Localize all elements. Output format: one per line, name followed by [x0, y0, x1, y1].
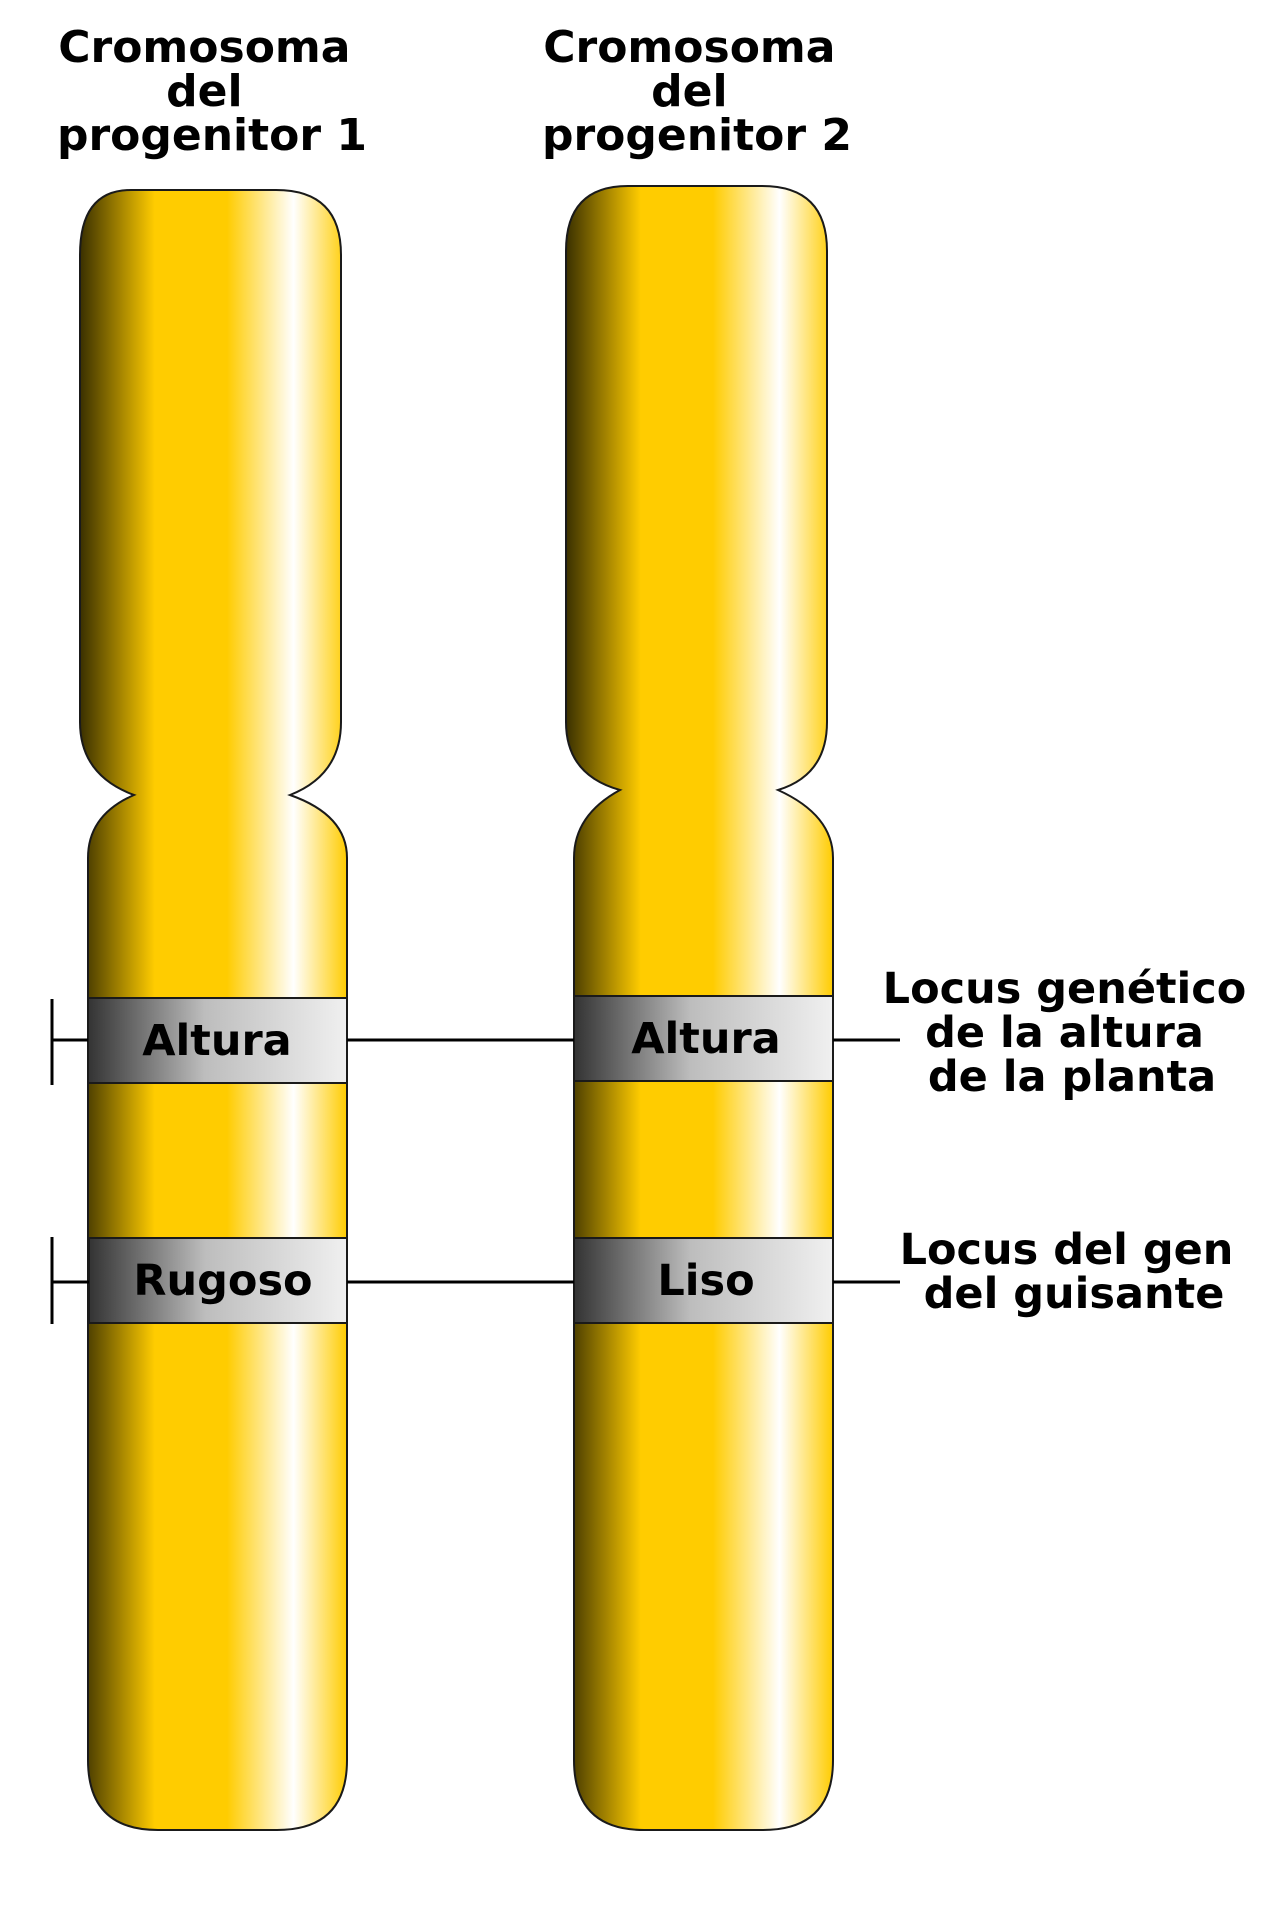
chromosome-1-locus-height-band [87, 997, 348, 1084]
annotation-pea-line-1: Locus del gen [900, 1225, 1234, 1275]
annotation-height-locus: Locus genético de la altura de la planta [883, 964, 1262, 1102]
annotation-height-line-2: de la altura [925, 1008, 1204, 1058]
annotation-height-line-1: Locus genético [883, 964, 1247, 1014]
chromosome-1-title-line-3: progenitor 1 [57, 110, 367, 161]
chromosome-2-title-line-1: Cromosoma [543, 22, 835, 73]
chromosome-1-locus-pea-label: Rugoso [133, 1256, 312, 1306]
annotation-pea-locus: Locus del gen del guisante [900, 1225, 1249, 1319]
chromosome-parent-2: Cromosoma del progenitor 2 Altura Liso [542, 22, 852, 1831]
chromosome-2-locus-height-band [573, 995, 834, 1082]
locus-connectors [50, 999, 900, 1324]
chromosome-1-title: Cromosoma del progenitor 1 [57, 22, 367, 161]
chromosome-1-locus-pea-band [88, 1237, 348, 1324]
annotation-pea-line-2: del guisante [924, 1269, 1225, 1319]
chromosome-1-locus-height-label: Altura [142, 1016, 291, 1066]
chromosome-1-title-line-2: del [166, 66, 242, 117]
chromosome-2-title: Cromosoma del progenitor 2 [542, 22, 852, 161]
chromosome-2-title-line-2: del [651, 66, 727, 117]
chromosome-2-title-line-3: progenitor 2 [542, 110, 852, 161]
chromosome-2-locus-pea-label: Liso [657, 1256, 754, 1306]
chromosome-2-locus-height-label: Altura [631, 1014, 780, 1064]
chromosome-1-title-line-1: Cromosoma [58, 22, 350, 73]
chromosome-parent-1: Cromosoma del progenitor 1 Altura Rugoso [57, 22, 367, 1831]
annotation-height-line-3: de la planta [928, 1052, 1216, 1102]
